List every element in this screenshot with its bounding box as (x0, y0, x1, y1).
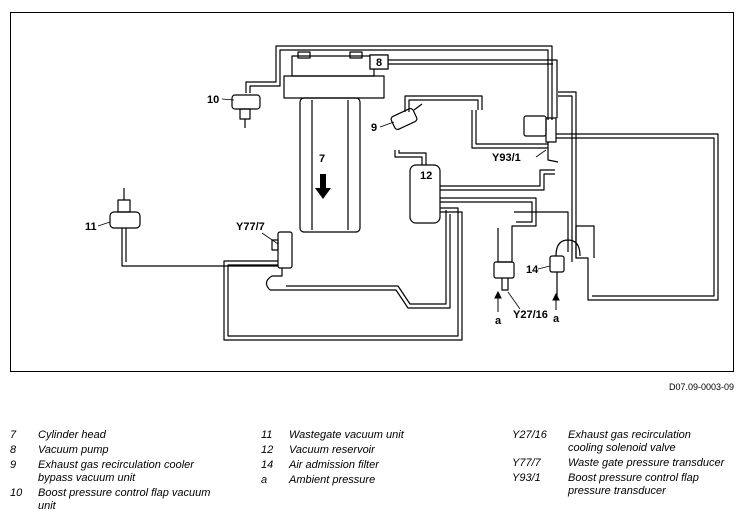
legend-item: 10 Boost pressure control flap vacuum uni… (10, 487, 240, 513)
legend-text: Vacuum reservoir (289, 444, 375, 456)
waste-gate-pressure-transducer (265, 231, 293, 291)
legend-key: 11 (261, 429, 273, 441)
label-8: 8 (376, 57, 382, 69)
legend-key: Y93/1 (512, 472, 541, 484)
reference-code: D07.09-0003-09 (669, 382, 735, 392)
ambient-pressure-arrow (494, 290, 560, 312)
legend-text: Boost pressure control flap vacuum unit (38, 487, 211, 512)
legend-column-2: 11 Wastegate vacuum unit 12 Vacuum reservoi… (261, 429, 481, 489)
egr-cooling-solenoid-valve (493, 228, 515, 291)
legend-key: Y77/7 (512, 457, 541, 469)
legend-key: Y27/16 (512, 429, 547, 441)
boost-flap-vacuum-unit (231, 94, 261, 128)
legend-text: Exhaust gas recirculation cooler bypass … (38, 459, 194, 484)
label-7: 7 (319, 153, 325, 165)
legend-text: Boost pressure control flap pressure tra… (568, 472, 699, 497)
label-8-box (369, 54, 389, 70)
leader-lines (97, 98, 551, 310)
legend-text: Waste gate pressure transducer (568, 457, 725, 469)
vacuum-lines (121, 45, 719, 341)
legend-text: Ambient pressure (289, 474, 376, 486)
label-9: 9 (371, 122, 377, 134)
label-11: 11 (85, 221, 97, 233)
legend-key: a (261, 474, 268, 486)
egr-bypass-vacuum-unit (390, 103, 423, 131)
legend-item: a Ambient pressure (261, 474, 481, 487)
vacuum-reservoir (409, 164, 441, 224)
label-a-left: a (495, 315, 502, 327)
air-admission-filter (549, 239, 581, 296)
legend-item: 8 Vacuum pump (10, 444, 240, 457)
label-y77-7: Y77/7 (236, 221, 265, 233)
legend-text: Vacuum pump (38, 444, 109, 456)
legend-text: Cylinder head (38, 429, 106, 441)
boost-flap-pressure-transducer (523, 115, 559, 163)
legend-key: 7 (10, 429, 17, 441)
legend-text: Exhaust gas recirculation cooling soleno… (568, 429, 691, 454)
legend-item: Y77/7 Waste gate pressure transducer (512, 457, 737, 470)
legend-item: Y93/1 Boost pressure control flap pressur… (512, 472, 737, 498)
label-a-right: a (553, 313, 560, 325)
legend-key: 8 (10, 444, 17, 456)
label-y27-16: Y27/16 (513, 309, 548, 321)
label-y93-1: Y93/1 (492, 152, 521, 164)
cylinder-head (283, 51, 385, 233)
legend-key: 10 (10, 487, 23, 499)
vacuum-diagram: 7 8 9 10 11 12 14 Y77/7 Y93/1 Y27/16 a a (10, 12, 734, 372)
legend-column-1: 7 Cylinder head 8 Vacuum pump 9 Exhaust gas r… (10, 429, 240, 515)
legend-text: Wastegate vacuum unit (289, 429, 404, 441)
legend-key: 14 (261, 459, 274, 471)
flow-arrow (315, 174, 331, 199)
label-12: 12 (420, 170, 432, 182)
legend-text: Air admission filter (289, 459, 379, 471)
wastegate-vacuum-unit (109, 188, 141, 229)
legend-key: 12 (261, 444, 274, 456)
legend-item: 12 Vacuum reservoir (261, 444, 481, 457)
legend-item: 11 Wastegate vacuum unit (261, 429, 481, 442)
label-14: 14 (526, 264, 539, 276)
legend-item: 14 Air admission filter (261, 459, 481, 472)
label-10: 10 (207, 94, 219, 106)
diagram-frame (10, 12, 734, 372)
legend-key: 9 (10, 459, 17, 471)
legend-item: 9 Exhaust gas recirculation cooler bypass… (10, 459, 240, 485)
legend-item: Y27/16 Exhaust gas recirculation cooling … (512, 429, 737, 455)
legend-item: 7 Cylinder head (10, 429, 240, 442)
legend-column-3: Y27/16 Exhaust gas recirculation cooling … (512, 429, 737, 500)
